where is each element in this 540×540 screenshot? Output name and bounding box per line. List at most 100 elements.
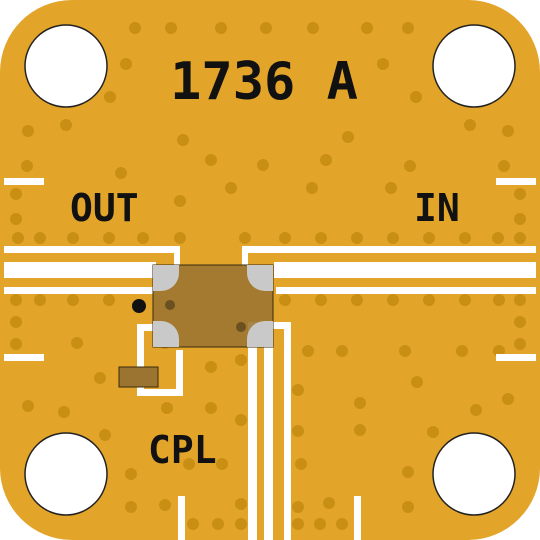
ground-via [514, 232, 526, 244]
upper-gap-right-stub [496, 178, 536, 185]
traces [4, 178, 536, 540]
ground-via [320, 154, 332, 166]
upper-gap-right-v [242, 246, 248, 266]
ground-via [187, 518, 199, 530]
ground-via [336, 518, 348, 530]
ground-via [177, 134, 189, 146]
ground-via [302, 345, 314, 357]
ground-via [402, 466, 414, 478]
mounting-holes [24, 24, 516, 516]
ground-via [120, 58, 132, 70]
ground-via [58, 406, 70, 418]
ground-via [161, 402, 173, 414]
chip-pad-tl [153, 265, 179, 291]
ground-via [323, 497, 335, 509]
ground-via [351, 232, 363, 244]
pad-via-2 [236, 322, 246, 332]
upper-gap-left [4, 246, 178, 253]
term-loop-top [137, 324, 157, 331]
chip-pad-tr [247, 265, 273, 291]
ground-via [104, 91, 116, 103]
ground-via [354, 397, 366, 409]
ground-via [165, 22, 177, 34]
ground-via [205, 361, 217, 373]
chip-pad-bl [153, 321, 179, 347]
ground-via [306, 182, 318, 194]
ground-via [387, 294, 399, 306]
ground-via [67, 294, 79, 306]
upper-gap-left-v [174, 246, 180, 266]
ground-via [456, 345, 468, 357]
ground-via [402, 501, 414, 513]
ground-via [159, 499, 171, 511]
term-loop-bottom [137, 389, 183, 396]
port-label-cpl: CPL [148, 428, 217, 472]
ground-via [21, 160, 33, 172]
ground-via [235, 498, 247, 510]
ground-via [279, 232, 291, 244]
via-grid [10, 22, 526, 530]
pad-via-1 [165, 300, 175, 310]
bottom-stub-left [178, 496, 185, 540]
ground-via [205, 402, 217, 414]
coupled-line-b [264, 322, 273, 540]
ground-via [423, 232, 435, 244]
ground-via [174, 195, 186, 207]
ground-via [125, 501, 137, 513]
ground-via [183, 458, 195, 470]
lower-gap-right [276, 287, 536, 294]
ground-via [22, 125, 34, 137]
ground-via [10, 188, 22, 200]
ground-via [315, 294, 327, 306]
ground-via [10, 316, 22, 328]
upper-gap-left-stub [4, 178, 44, 185]
ground-via [67, 232, 79, 244]
ground-via [260, 22, 272, 34]
ground-via [103, 294, 115, 306]
ground-via [314, 518, 326, 530]
mounting-hole-bottom-right [432, 432, 516, 516]
lower-gap-left [4, 287, 154, 294]
ground-via [235, 354, 247, 366]
ground-via [212, 518, 224, 530]
ground-via [459, 232, 471, 244]
ground-via [22, 400, 34, 412]
ground-via [94, 372, 106, 384]
ground-via [34, 294, 46, 306]
ground-via [292, 518, 304, 530]
ground-via [216, 458, 228, 470]
mounting-hole-top-right [432, 24, 516, 108]
ground-via [137, 232, 149, 244]
ground-via [498, 160, 510, 172]
ground-via [103, 232, 115, 244]
ground-via [307, 22, 319, 34]
ground-via [411, 376, 423, 388]
main-line-gap-right [274, 262, 536, 278]
ground-via [399, 345, 411, 357]
ground-via [514, 316, 526, 328]
upper-gap-right [242, 246, 536, 253]
lower-gap-right-stub [496, 354, 536, 361]
ground-via [361, 22, 373, 34]
ground-via [315, 232, 327, 244]
ground-via [470, 404, 482, 416]
ground-via [385, 182, 397, 194]
coupled-line-c [284, 322, 291, 540]
coupled-line-a [248, 322, 257, 540]
ground-via [342, 131, 354, 143]
ground-via [115, 167, 127, 179]
ground-via [60, 119, 72, 131]
ground-via [354, 424, 366, 436]
main-line-gap-left [4, 262, 156, 278]
ground-via [336, 345, 348, 357]
ground-via [257, 159, 269, 171]
ground-via [410, 91, 422, 103]
ground-via [502, 125, 514, 137]
ground-via [387, 232, 399, 244]
ground-via [377, 58, 389, 70]
ground-via [464, 119, 476, 131]
ground-via [10, 294, 22, 306]
ground-via [514, 338, 526, 350]
ground-via [71, 337, 83, 349]
